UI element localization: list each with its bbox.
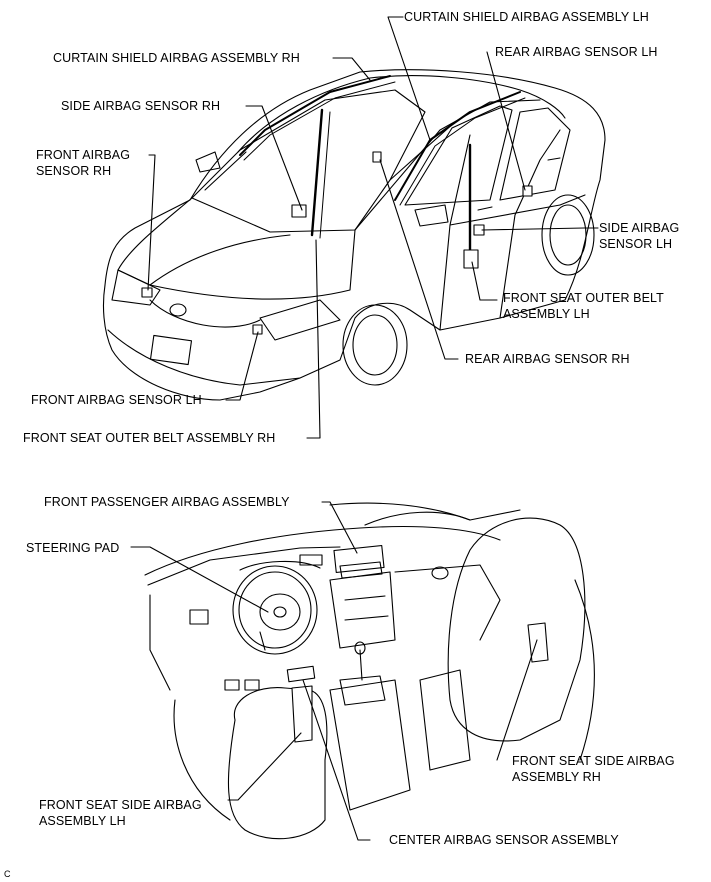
label-front-passenger-airbag: FRONT PASSENGER AIRBAG ASSEMBLY: [44, 495, 290, 509]
label-front-seat-outer-belt-lh: FRONT SEAT OUTER BELT ASSEMBLY LH: [503, 290, 664, 322]
label-curtain-shield-airbag-rh: CURTAIN SHIELD AIRBAG ASSEMBLY RH: [53, 51, 300, 65]
label-front-seat-side-airbag-rh: FRONT SEAT SIDE AIRBAG ASSEMBLY RH: [512, 753, 675, 785]
car-illustration: [102, 69, 606, 401]
label-side-airbag-sensor-lh: SIDE AIRBAG SENSOR LH: [599, 220, 679, 252]
label-curtain-shield-airbag-lh: CURTAIN SHIELD AIRBAG ASSEMBLY LH: [404, 10, 649, 24]
label-front-seat-outer-belt-rh: FRONT SEAT OUTER BELT ASSEMBLY RH: [23, 431, 276, 445]
label-front-seat-side-airbag-rh-line1: FRONT SEAT SIDE AIRBAG: [512, 754, 675, 768]
label-steering-pad: STEERING PAD: [26, 541, 120, 555]
label-front-seat-outer-belt-lh-line1: FRONT SEAT OUTER BELT: [503, 291, 664, 305]
leader-lines-bottom: [130, 501, 538, 841]
label-rear-airbag-sensor-rh: REAR AIRBAG SENSOR RH: [465, 352, 630, 366]
label-side-airbag-sensor-lh-line1: SIDE AIRBAG: [599, 221, 680, 235]
corner-mark: C: [4, 869, 11, 879]
label-front-seat-side-airbag-lh: FRONT SEAT SIDE AIRBAG ASSEMBLY LH: [39, 797, 202, 829]
label-front-seat-side-airbag-lh-line2: ASSEMBLY LH: [39, 814, 126, 828]
label-front-airbag-sensor-rh: FRONT AIRBAG SENSOR RH: [36, 147, 130, 179]
label-rear-airbag-sensor-lh: REAR AIRBAG SENSOR LH: [495, 45, 658, 59]
label-center-airbag-sensor: CENTER AIRBAG SENSOR ASSEMBLY: [389, 833, 619, 847]
label-front-airbag-sensor-rh-line1: FRONT AIRBAG: [36, 148, 131, 162]
label-front-seat-outer-belt-lh-line2: ASSEMBLY LH: [503, 307, 590, 321]
label-side-airbag-sensor-rh: SIDE AIRBAG SENSOR RH: [61, 99, 221, 113]
label-front-seat-side-airbag-lh-line1: FRONT SEAT SIDE AIRBAG: [39, 798, 202, 812]
label-front-airbag-sensor-rh-line2: SENSOR RH: [36, 164, 112, 178]
leader-lines-top: [147, 16, 599, 439]
label-front-airbag-sensor-lh: FRONT AIRBAG SENSOR LH: [31, 393, 202, 407]
label-side-airbag-sensor-lh-line2: SENSOR LH: [599, 237, 673, 251]
label-front-seat-side-airbag-rh-line2: ASSEMBLY RH: [512, 770, 601, 784]
